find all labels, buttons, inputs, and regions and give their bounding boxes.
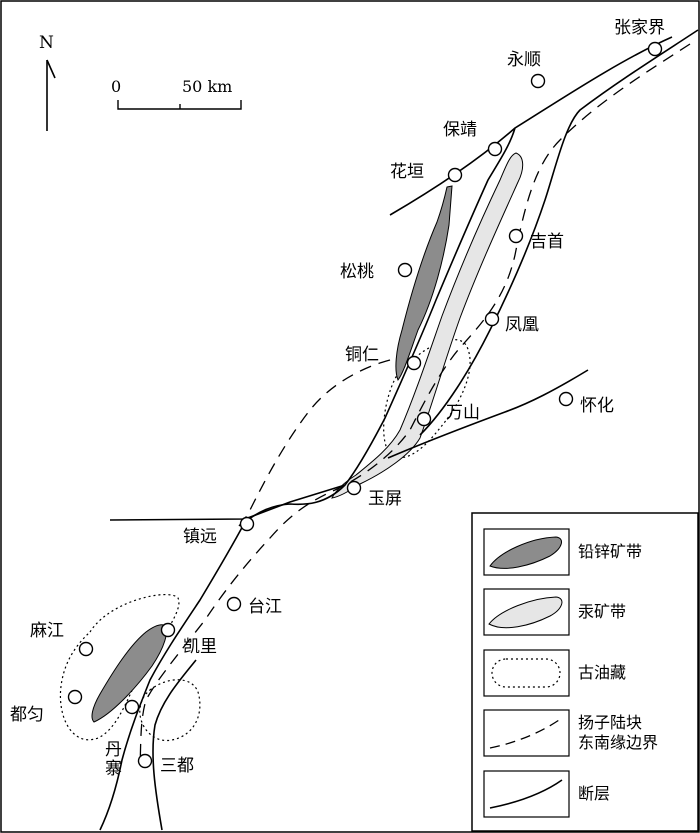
north-arrow: N [39,33,56,131]
scale-end-label: 50 km [182,77,232,96]
city-label-majiang: 麻江 [30,621,64,641]
city-marker-kaili [160,622,176,638]
fault-huaihua [387,369,589,459]
legend-swatch-mercury [488,596,563,629]
city-marker-zhangjiajie [647,41,663,57]
city-marker-jishou [508,228,524,244]
fault-boundary-west [389,36,673,216]
north-arrow-barb [46,59,56,79]
mercury-belt [331,152,524,499]
fault-main-west [244,127,516,523]
fault-lines [99,29,699,831]
scale-bar: 0 50 km [111,77,242,110]
legend-swatch-yangtze-boundary [489,717,563,749]
city-marker-huayuan [447,167,463,183]
city-label-yongshun: 永顺 [507,50,541,70]
city-marker-wanshan [416,411,432,427]
city-labels: 张家界 永顺 保靖 花垣 吉首 松桃 凤凰 铜仁 万山 怀化 玉屏 镇远 台江 … [10,18,665,778]
legend-label-yangtze-boundary-text: 扬子陆块 [578,713,642,732]
legend-label-paleo-reservoir: 古油藏 [578,663,626,682]
legend: 铅锌矿带 汞矿带 古油藏 扬子陆块 东南缘边界 断层 [471,512,699,832]
city-label-fenghuang: 凤凰 [505,315,539,335]
scale-start-label: 0 [111,77,121,96]
city-marker-majiang [78,641,94,657]
city-marker-yongshun [530,73,546,89]
city-marker-yuping [346,480,362,496]
city-label-wanshan: 万山 [446,403,480,423]
legend-label-yangtze-boundary: 扬子陆块 东南缘边界 [578,713,658,752]
city-label-baojing: 保靖 [443,120,477,140]
city-marker-baojing [487,141,503,157]
city-label-zhangjiajie: 张家界 [614,18,665,38]
legend-swatch-fault [489,779,563,809]
fault-east-west [109,484,346,521]
north-label: N [39,33,54,53]
city-label-jishou: 吉首 [530,232,564,252]
city-marker-tongren [406,355,422,371]
city-label-sandu: 三都 [160,756,194,776]
fault-south-east [152,659,197,831]
city-label-yuping: 玉屏 [368,489,402,509]
city-label-danzhai: 丹寨 [101,740,122,778]
legend-box-yangtze-boundary [483,709,570,757]
legend-box-paleo-reservoir [483,649,570,697]
fault-main-east [419,29,699,436]
city-marker-sandu [137,753,153,769]
city-marker-songtao [397,262,413,278]
fault-south-main [99,521,246,831]
legend-label-lead-zinc: 铅锌矿带 [578,542,642,561]
city-label-taijiang: 台江 [248,597,282,617]
city-marker-fenghuang [484,311,500,327]
city-markers [67,41,663,769]
legend-swatch-lead-zinc [489,536,562,569]
city-marker-taijiang [226,596,242,612]
city-label-duyun: 都匀 [10,705,44,725]
city-label-zhenyuan: 镇远 [183,527,217,547]
city-label-tongren: 铜仁 [345,345,379,365]
city-marker-huaihua [558,391,574,407]
legend-swatch-paleo-reservoir [491,658,561,688]
city-label-huaihua: 怀化 [580,396,614,416]
legend-box-fault [483,770,570,818]
lead-zinc-belt-south [91,624,167,723]
city-label-huayuan: 花垣 [390,162,424,182]
city-marker-zhenyuan [239,516,255,532]
city-label-songtao: 松桃 [340,262,374,282]
legend-label-yangtze-boundary-line2: 东南缘边界 [578,733,658,752]
yangtze-boundary-main [139,43,691,766]
city-marker-duyun [67,689,83,705]
legend-label-fault: 断层 [578,784,610,803]
lead-zinc-belt-north [395,185,453,382]
legend-label-mercury: 汞矿带 [578,602,626,621]
city-label-kaili: 凯里 [183,637,217,657]
city-marker-danzhai [124,699,140,715]
